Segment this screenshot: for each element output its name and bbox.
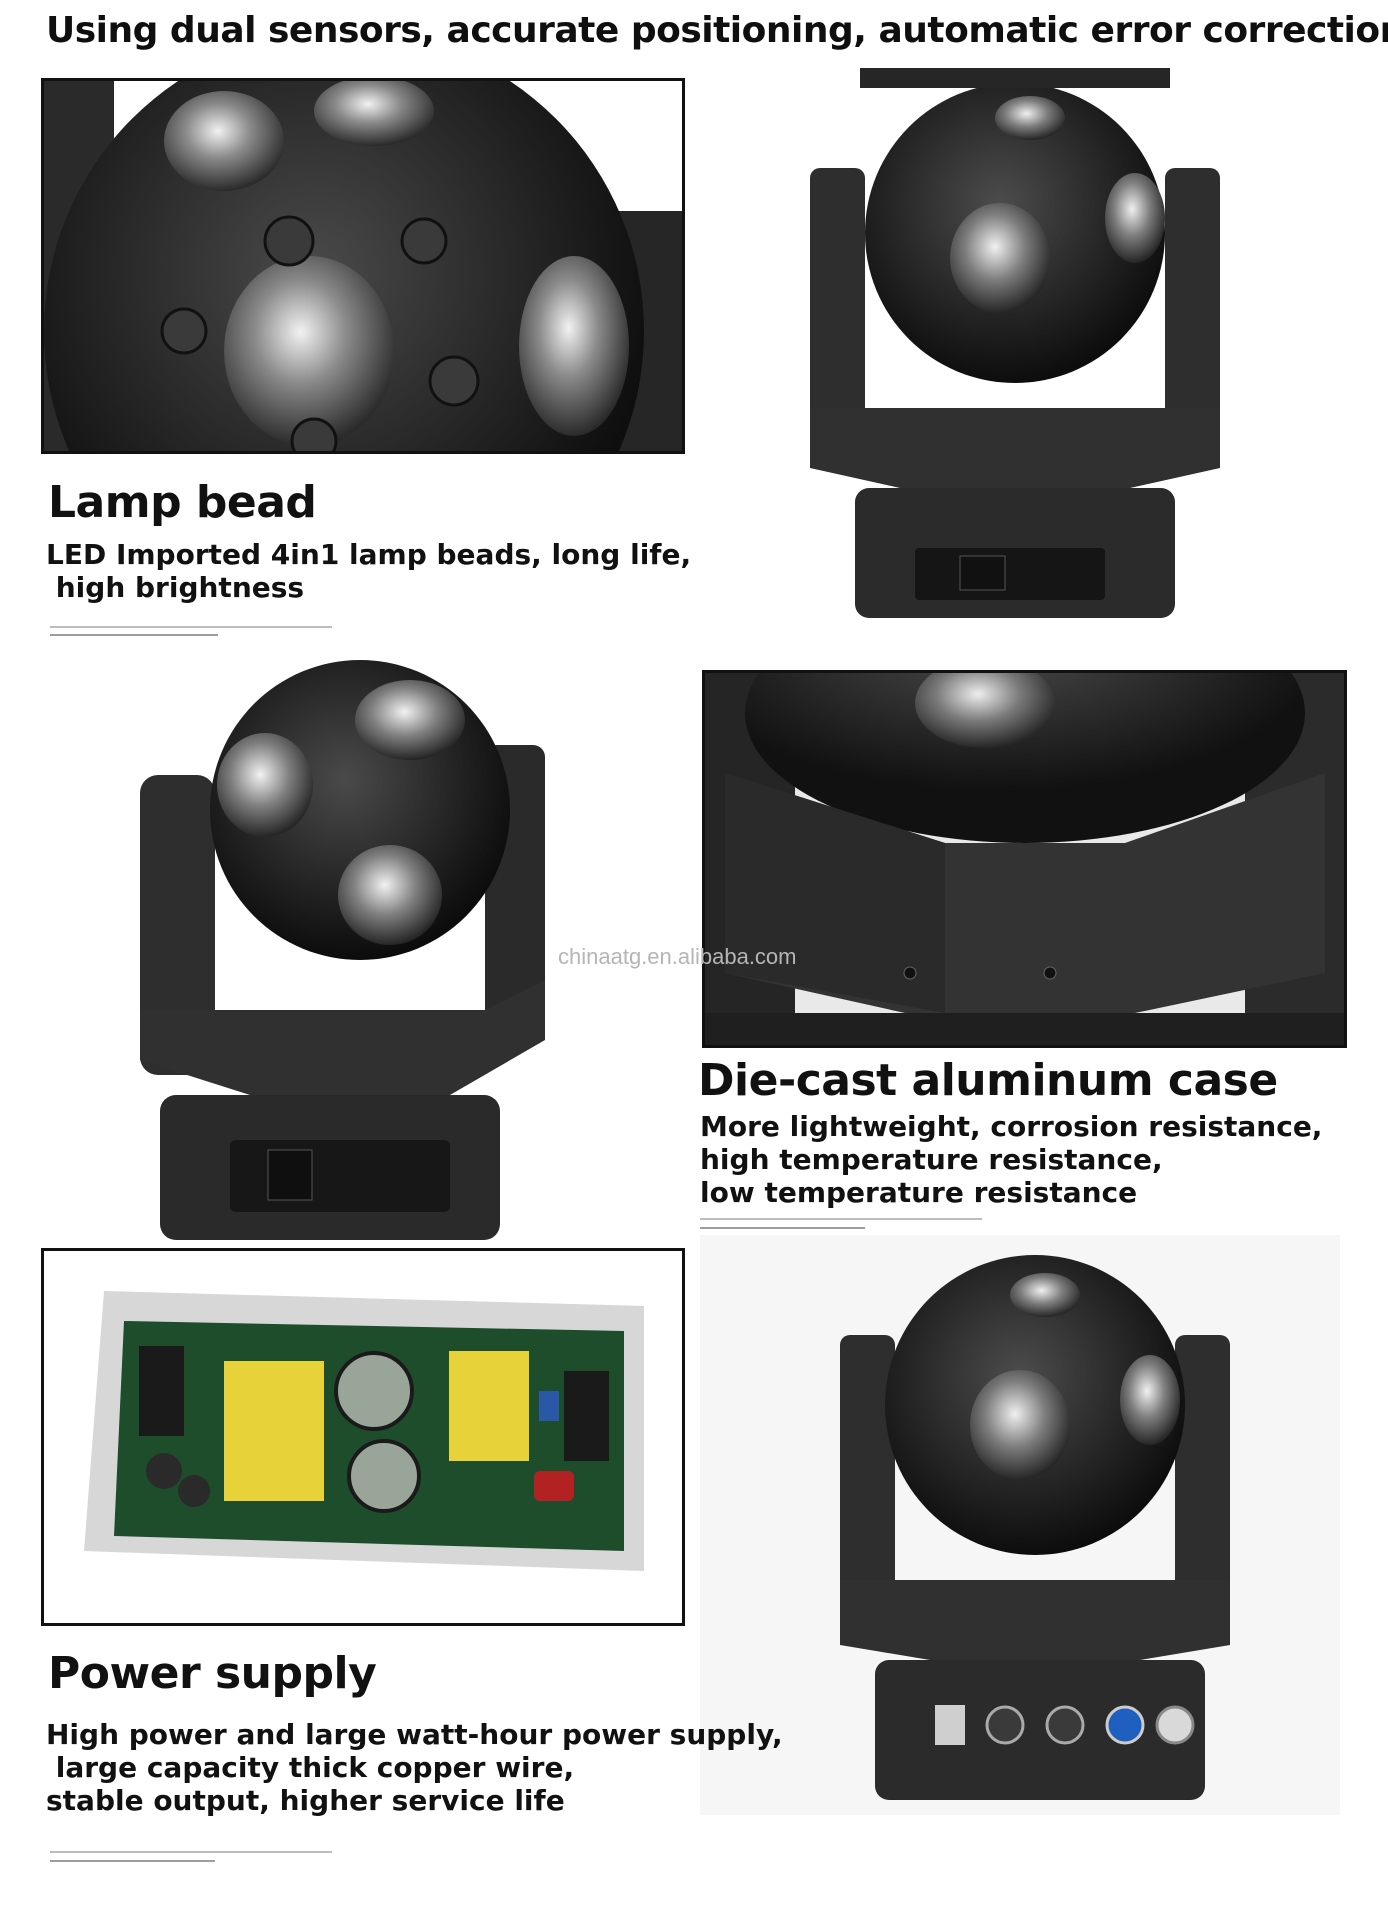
section-divider [50,626,332,628]
section-divider [50,1851,332,1853]
lamp-bead-closeup-photo [41,78,685,454]
aluminum-case-closeup-photo [702,670,1347,1048]
watermark: chinaatg.en.alibaba.com [558,944,797,969]
lamp-bead-title: Lamp bead [48,477,317,528]
power-supply-description: High power and large watt-hour power sup… [46,1718,783,1817]
section-divider-short [700,1227,865,1229]
fixture-rear-photo [700,1235,1340,1815]
section-divider-short [50,1860,215,1862]
fixture-front-photo [800,68,1230,638]
section-divider [700,1218,982,1220]
power-supply-photo [41,1248,685,1626]
power-supply-title: Power supply [48,1648,377,1699]
fixture-angled-photo [140,650,560,1245]
section-divider-short [50,634,218,636]
aluminum-case-description: More lightweight, corrosion resistance, … [700,1110,1323,1209]
lamp-bead-description: LED Imported 4in1 lamp beads, long life,… [46,538,692,604]
page-headline: Using dual sensors, accurate positioning… [46,10,1388,51]
aluminum-case-title: Die-cast aluminum case [698,1055,1278,1106]
